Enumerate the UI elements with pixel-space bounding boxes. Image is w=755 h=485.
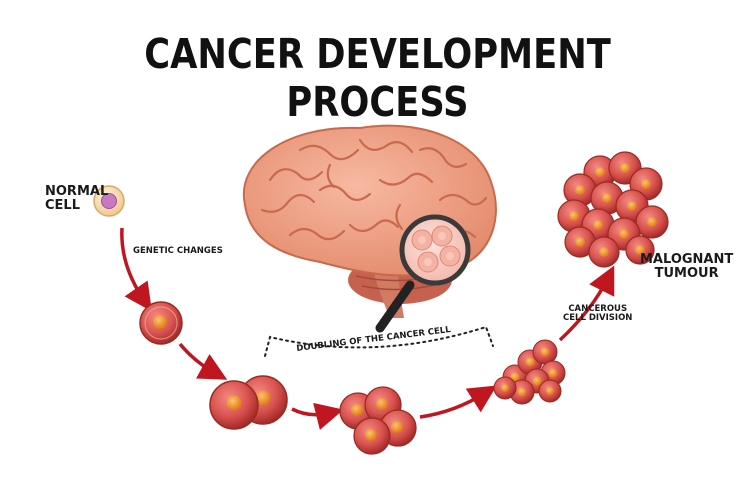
- page-title: CANCER DEVELOPMENT PROCESS: [144, 30, 611, 126]
- label-normal-cell-line1: NORMAL: [45, 184, 109, 199]
- label-cancerous-line2: CELL DIVISION: [563, 312, 633, 323]
- normal-cell: [93, 185, 125, 217]
- label-malignant-line1: MALOGNANT: [640, 252, 734, 267]
- brain-folds: [260, 138, 488, 241]
- label-malignant-line2: TUMOUR: [654, 265, 719, 281]
- arrow-normal-to-first: [120, 227, 152, 312]
- cancer-cell-single: [139, 301, 183, 345]
- arrow-double-to-cluster: [291, 402, 344, 430]
- label-genetic-changes: GENETIC CHANGES: [133, 247, 223, 256]
- label-cancerous-line1: CANCEROUS: [568, 304, 628, 314]
- doubling-bracket: [264, 325, 494, 357]
- arrow-cluster-to-division: [419, 385, 497, 419]
- cancer-cell-division: [493, 339, 566, 405]
- cancer-cells-doubled: [209, 375, 288, 430]
- label-genetic-changes-text: GENETIC CHANGES: [133, 246, 223, 256]
- arrow-division-to-tumour: [558, 265, 615, 342]
- magnifying-glass-icon: [375, 214, 471, 333]
- label-cancerous-division: CANCEROUS CELL DIVISION: [563, 305, 632, 323]
- cancer-cell-cluster: [339, 386, 417, 455]
- process-arrows: [120, 227, 615, 430]
- label-normal-cell-line2: CELL: [45, 197, 80, 213]
- label-malignant-tumour: MALOGNANT TUMOUR: [640, 253, 733, 280]
- brain-illustration: [242, 124, 497, 318]
- arrow-first-to-double: [178, 342, 228, 380]
- malignant-tumour: [557, 151, 669, 268]
- label-normal-cell: NORMAL CELL: [45, 185, 108, 212]
